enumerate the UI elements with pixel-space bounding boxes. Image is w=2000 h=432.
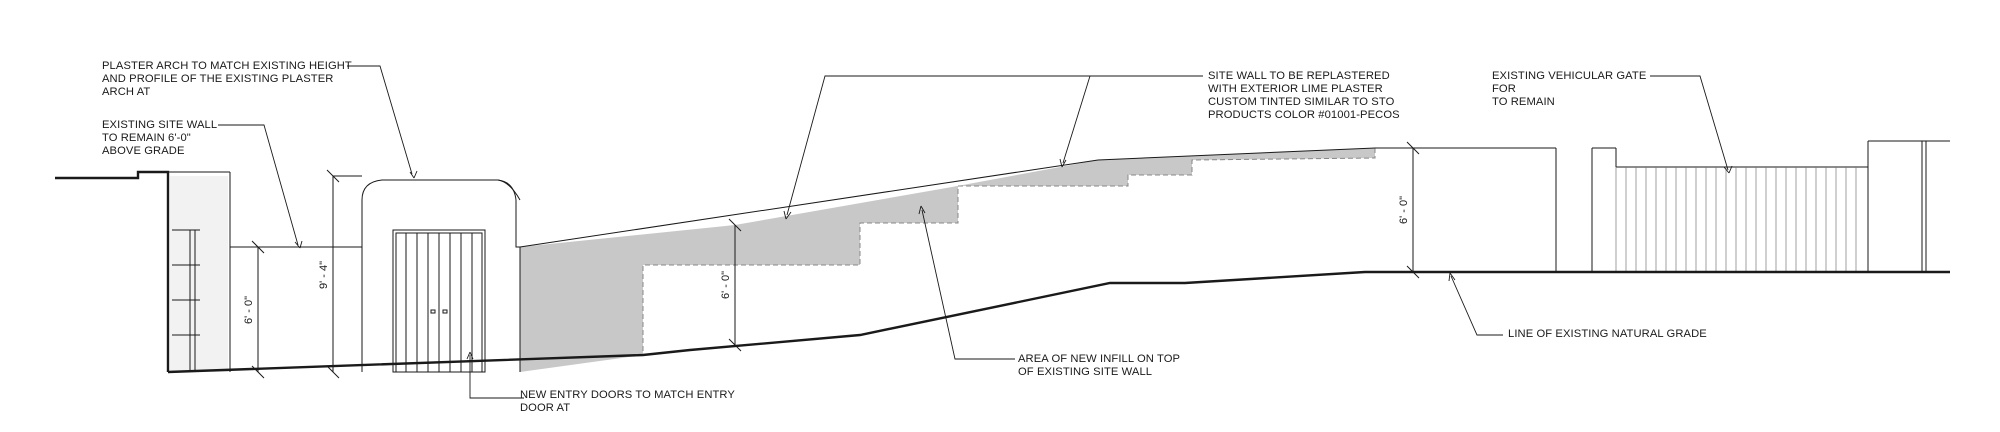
vehicular-gate [1615, 167, 1857, 272]
note-new-entry-doors: NEW ENTRY DOORS TO MATCH ENTRY DOOR AT [520, 389, 735, 415]
note-line: OF EXISTING SITE WALL [1018, 366, 1153, 378]
note-line: PLASTER ARCH TO MATCH EXISTING HEIGHT [102, 60, 352, 72]
note-natural-grade: LINE OF EXISTING NATURAL GRADE [1508, 328, 1707, 341]
note-plaster-arch: PLASTER ARCH TO MATCH EXISTING HEIGHT AN… [102, 60, 352, 99]
dimension-infill-wall-height: 6' - 0" [720, 271, 732, 299]
note-line: TO REMAIN 6'-0" [102, 132, 191, 144]
note-line: SITE WALL TO BE REPLASTERED [1208, 70, 1390, 82]
note-line: EXISTING VEHICULAR GATE [1492, 70, 1647, 82]
note-line: PRODUCTS COLOR #01001-PECOS [1208, 109, 1400, 121]
note-line: WITH EXTERIOR LIME PLASTER [1208, 83, 1383, 95]
note-existing-site-wall: EXISTING SITE WALL TO REMAIN 6'-0" ABOVE… [102, 119, 217, 158]
infill-dashed-edge [642, 148, 1376, 355]
note-line: DOOR AT [520, 402, 571, 414]
entry-doors [392, 229, 486, 373]
note-line: CUSTOM TINTED SIMILAR TO STO [1208, 96, 1395, 108]
note-line: TO REMAIN [1492, 96, 1555, 108]
existing-structure-left [55, 170, 231, 372]
site-wall-top-line [519, 159, 1099, 248]
dimension-lines [251, 141, 1420, 379]
existing-site-wall-right [1375, 140, 1950, 272]
note-line: ABOVE GRADE [102, 145, 185, 157]
note-line: AND PROFILE OF THE EXISTING PLASTER [102, 73, 334, 85]
note-line: ARCH AT [102, 86, 151, 98]
note-area-new-infill: AREA OF NEW INFILL ON TOP OF EXISTING SI… [1018, 353, 1180, 379]
note-site-wall-replaster: SITE WALL TO BE REPLASTERED WITH EXTERIO… [1208, 70, 1400, 122]
note-line: EXISTING SITE WALL [102, 119, 218, 131]
note-line: AREA OF NEW INFILL ON TOP [1018, 353, 1181, 365]
dimension-arch-height: 9' - 4" [318, 261, 330, 289]
plaster-arch [361, 179, 521, 372]
note-line: NEW ENTRY DOORS TO MATCH ENTRY [520, 389, 735, 401]
existing-natural-grade-line [167, 270, 1950, 374]
dimension-right-wall-height: 6' - 0" [1398, 196, 1410, 224]
note-existing-vehicular-gate: EXISTING VEHICULAR GATE FOR TO REMAIN [1492, 70, 1646, 109]
note-line: LINE OF EXISTING NATURAL GRADE [1508, 328, 1707, 340]
new-infill-area [520, 148, 1375, 372]
leader-lines [218, 65, 1733, 399]
dimension-wall-height-left: 6' - 0" [243, 296, 255, 324]
note-line: FOR [1492, 83, 1516, 95]
